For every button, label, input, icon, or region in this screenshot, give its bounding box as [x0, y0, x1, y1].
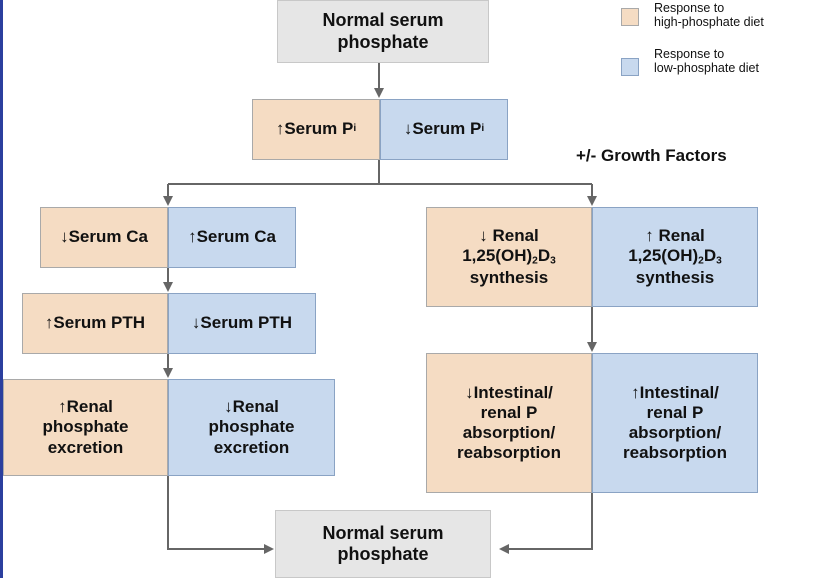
renal-synthesis-high-sub1: 2: [532, 255, 538, 267]
renal-synthesis-low-line1: Renal: [658, 226, 705, 246]
intestinal-low-line2: renal P: [646, 402, 704, 422]
renal-synthesis-high-sub2: 3: [550, 255, 556, 267]
arrow-down-icon: ↓: [60, 227, 69, 247]
arrow-right-to-bottom: [499, 493, 593, 554]
intestinal-high-box: ↓Intestinal/ renal P absorption/ reabsor…: [426, 353, 592, 493]
top-box-line1: Normal serum: [322, 10, 444, 31]
renal-synthesis-high-pre: 1,25(OH): [462, 246, 533, 266]
arrow-down-icon: ↓: [403, 119, 413, 139]
legend-low-line2: low-phosphate diet: [654, 61, 759, 76]
renal-synthesis-low-box: ↑ Renal 1,25(OH)2D3 synthesis: [592, 207, 758, 307]
intestinal-high-line1: Intestinal/: [473, 382, 553, 402]
renal-synthesis-low-sub2: 3: [716, 255, 722, 267]
serum-pth-high-box: ↑Serum PTH: [22, 293, 168, 354]
legend-swatch-high: [621, 8, 639, 26]
intestinal-high-line4: reabsorption: [457, 443, 561, 463]
arrow-up-icon: ↑: [275, 119, 285, 139]
arrow-up-icon: ↑: [645, 226, 654, 246]
renal-synthesis-low-mid: D: [703, 246, 717, 266]
renal-excretion-high-line3: excretion: [47, 437, 124, 457]
bottom-box-line1: Normal serum: [322, 522, 444, 543]
top-normal-serum-phosphate-box: Normal serum phosphate: [277, 0, 489, 63]
intestinal-low-line4: reabsorption: [623, 443, 727, 463]
renal-synthesis-low-pre: 1,25(OH): [628, 246, 699, 266]
renal-synthesis-high-mid: D: [537, 246, 551, 266]
legend-high-line1: Response to: [654, 1, 725, 15]
serum-ca-high-box: ↓Serum Ca: [40, 207, 168, 268]
renal-synthesis-low-sub1: 2: [698, 255, 704, 267]
renal-synthesis-low-line2: 1,25(OH)2D3: [628, 246, 722, 268]
legend-swatch-low: [621, 58, 639, 76]
renal-synthesis-low-line3: synthesis: [635, 267, 715, 287]
serum-pth-low-label: Serum PTH: [200, 313, 293, 333]
renal-excretion-high-line2: phosphate: [42, 417, 129, 437]
arrow-up-icon: ↑: [44, 313, 54, 333]
growth-factors-label: +/- Growth Factors: [576, 146, 727, 165]
serum-pth-high-label: Serum PTH: [53, 313, 146, 333]
arrow-down-icon: ↓: [479, 226, 488, 246]
renal-synthesis-high-box: ↓ Renal 1,25(OH)2D3 synthesis: [426, 207, 592, 307]
legend-high-text: Response to high-phosphate diet: [654, 1, 764, 30]
arrow-left-to-bottom: [167, 476, 274, 554]
renal-excretion-high-box: ↑Renal phosphate excretion: [3, 379, 168, 476]
left-border: [0, 0, 3, 578]
renal-synthesis-high-line1: Renal: [492, 226, 539, 246]
serum-pth-low-box: ↓Serum PTH: [168, 293, 316, 354]
arrow-up-icon: ↑: [631, 382, 640, 402]
renal-excretion-low-line3: excretion: [213, 437, 290, 457]
renal-synthesis-high-line2: 1,25(OH)2D3: [462, 246, 556, 268]
arrow-up-icon: ↑: [188, 227, 197, 247]
bottom-box-line2: phosphate: [337, 544, 429, 564]
intestinal-low-line3: absorption/: [628, 423, 722, 442]
renal-excretion-low-line2: phosphate: [208, 417, 295, 437]
renal-excretion-low-line1: Renal: [232, 397, 279, 417]
intestinal-high-line3: absorption/: [462, 423, 556, 442]
legend-low-line1: Response to: [654, 47, 725, 61]
legend-high-line2: high-phosphate diet: [654, 15, 764, 30]
top-box-line2: phosphate: [337, 31, 429, 52]
intestinal-high-line2: renal P: [480, 402, 538, 422]
intestinal-low-line1: Intestinal/: [639, 382, 719, 402]
bottom-normal-serum-phosphate-box: Normal serum phosphate: [275, 510, 491, 578]
arrow-down-icon: ↓: [191, 313, 201, 333]
renal-excretion-low-box: ↓Renal phosphate excretion: [168, 379, 335, 476]
arrow-down-icon: ↓: [465, 382, 474, 402]
renal-synthesis-high-line3: synthesis: [469, 267, 549, 287]
serum-p-high-label: Serum P: [284, 119, 354, 139]
serum-ca-high-label: Serum Ca: [68, 227, 148, 247]
serum-ca-low-box: ↑Serum Ca: [168, 207, 296, 268]
serum-p-high-sub: i: [353, 123, 357, 135]
intestinal-low-box: ↑Intestinal/ renal P absorption/ reabsor…: [592, 353, 758, 493]
renal-excretion-high-line1: Renal: [66, 397, 113, 417]
arrow-down-icon: ↓: [224, 397, 233, 417]
serum-ca-low-label: Serum Ca: [196, 227, 276, 247]
serum-p-low-sub: i: [481, 123, 485, 135]
serum-p-low-label: Serum P: [412, 119, 482, 139]
arrow-up-icon: ↑: [58, 397, 67, 417]
legend-low-text: Response to low-phosphate diet: [654, 47, 759, 76]
